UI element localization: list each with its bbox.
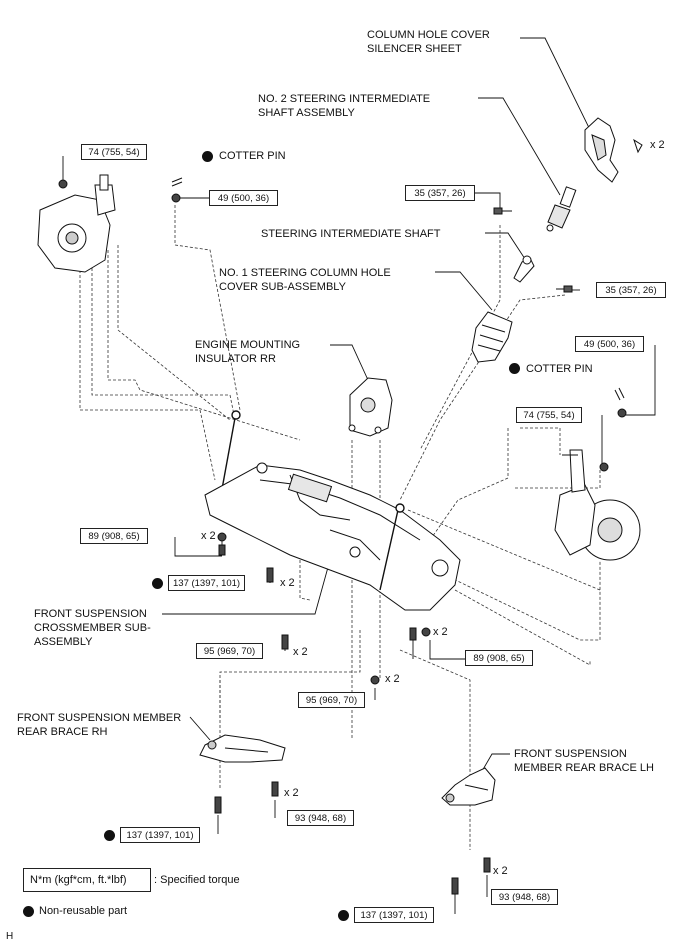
leader-column-hole-cover [520, 37, 596, 141]
bolt-89-a [217, 532, 227, 542]
torque-74-lh: 74 (755, 54) [516, 407, 582, 423]
column-hole-cover-silencer-sheet [584, 117, 619, 183]
label-cotter-pin-lh: COTTER PIN [526, 363, 593, 375]
label-no1-column-hole-cover: NO. 1 STEERING COLUMN HOLE COVER SUB-ASS… [219, 267, 391, 293]
torque-93-a: 93 (948, 68) [287, 810, 354, 826]
bolt-93-a [271, 781, 279, 797]
label-column-hole-cover-silencer: COLUMN HOLE COVER SILENCER SHEET [367, 29, 490, 55]
torque-49-lh: 49 (500, 36) [575, 336, 644, 352]
nut-49-lh [617, 408, 627, 418]
label-front-suspension-crossmember: FRONT SUSPENSION CROSSMEMBER SUB- ASSEMB… [34, 608, 151, 648]
clip-icon [633, 138, 643, 154]
torque-89-a: 89 (908, 65) [80, 528, 148, 544]
torque-93-b: 93 (948, 68) [491, 889, 558, 905]
bolt-137-b [214, 796, 222, 814]
non-reusable-dot-icon [509, 363, 520, 374]
bolt-35-b [556, 285, 573, 293]
torque-89-b: 89 (908, 65) [465, 650, 533, 666]
non-reusable-dot-icon [338, 910, 349, 921]
qty-93-b: x 2 [493, 865, 508, 877]
no1-column-hole-cover [471, 311, 513, 363]
rear-brace-rh [199, 734, 286, 763]
nut-89-d [421, 627, 431, 637]
torque-95-b: 95 (969, 70) [298, 692, 365, 708]
bolt-95-b [370, 675, 380, 685]
steering-intermediate-shaft [513, 255, 535, 283]
qty-89-b: x 2 [433, 626, 448, 638]
leader-engine-mount [330, 344, 369, 381]
non-reusable-dot-icon [104, 830, 115, 841]
label-steering-intermediate-shaft: STEERING INTERMEDIATE SHAFT [261, 228, 441, 240]
bolt-89-b [218, 544, 226, 556]
leader-no2-shaft [478, 97, 561, 196]
qty-89-a: x 2 [201, 530, 216, 542]
legend-non-reusable-text: Non-reusable part [39, 905, 128, 917]
bolt-137-a [266, 567, 274, 583]
label-rear-brace-rh: FRONT SUSPENSION MEMBER REAR BRACE RH [17, 712, 182, 738]
torque-137-c: 137 (1397, 101) [354, 907, 434, 923]
label-no2-steering-shaft: NO. 2 STEERING INTERMEDIATE SHAFT ASSEMB… [258, 93, 431, 119]
leader-intermediate-shaft [485, 232, 528, 263]
qty-95-a: x 2 [293, 646, 308, 658]
torque-35-b: 35 (357, 26) [596, 282, 666, 298]
label-rear-brace-lh: FRONT SUSPENSION MEMBER REAR BRACE LH [514, 748, 654, 774]
bolt-95-a [281, 634, 289, 650]
torque-95-a: 95 (969, 70) [196, 643, 263, 659]
nut-49-rh [171, 193, 181, 203]
qty-95-b: x 2 [385, 673, 400, 685]
stabilizer-link-lh [379, 503, 405, 591]
nut-74-rh [58, 179, 68, 189]
leader-crossmember [162, 559, 331, 615]
cotter-pin-lh [614, 387, 625, 401]
torque-137-a: 137 (1397, 101) [168, 575, 245, 591]
label-engine-mounting-insulator: ENGINE MOUNTING INSULATOR RR [195, 339, 301, 365]
leader-no1-cover [435, 271, 493, 311]
leader-rear-brace-rh [189, 716, 211, 741]
cotter-pin-rh [171, 177, 183, 187]
corner-mark: H [6, 931, 14, 942]
nut-74-lh [599, 462, 609, 472]
no2-steering-shaft-assembly [546, 186, 577, 232]
qty-93-a: x 2 [284, 787, 299, 799]
legend-torque-text: : Specified torque [154, 874, 240, 886]
front-suspension-crossmember [204, 462, 461, 611]
legend-torque-box: N*m (kgf*cm, ft.*lbf) [23, 868, 151, 892]
torque-35-a: 35 (357, 26) [405, 185, 475, 201]
bolt-93-b [483, 857, 491, 873]
non-reusable-dot-icon [202, 151, 213, 162]
non-reusable-dot-icon [152, 578, 163, 589]
legend-non-reusable-dot-icon [23, 906, 34, 917]
engine-mounting-insulator-rr [348, 377, 393, 437]
steering-knuckle-lh [554, 449, 641, 561]
steering-knuckle-rh [37, 174, 116, 273]
qty-clip: x 2 [650, 139, 665, 151]
bolt-35-a [493, 207, 512, 215]
torque-49-rh: 49 (500, 36) [209, 190, 278, 206]
bolt-89-c [409, 627, 417, 641]
label-cotter-pin-rh: COTTER PIN [219, 150, 286, 162]
bolt-137-c [451, 877, 459, 895]
rear-brace-lh [441, 767, 496, 806]
torque-137-b: 137 (1397, 101) [120, 827, 200, 843]
qty-137-a: x 2 [280, 577, 295, 589]
torque-74-rh: 74 (755, 54) [81, 144, 147, 160]
